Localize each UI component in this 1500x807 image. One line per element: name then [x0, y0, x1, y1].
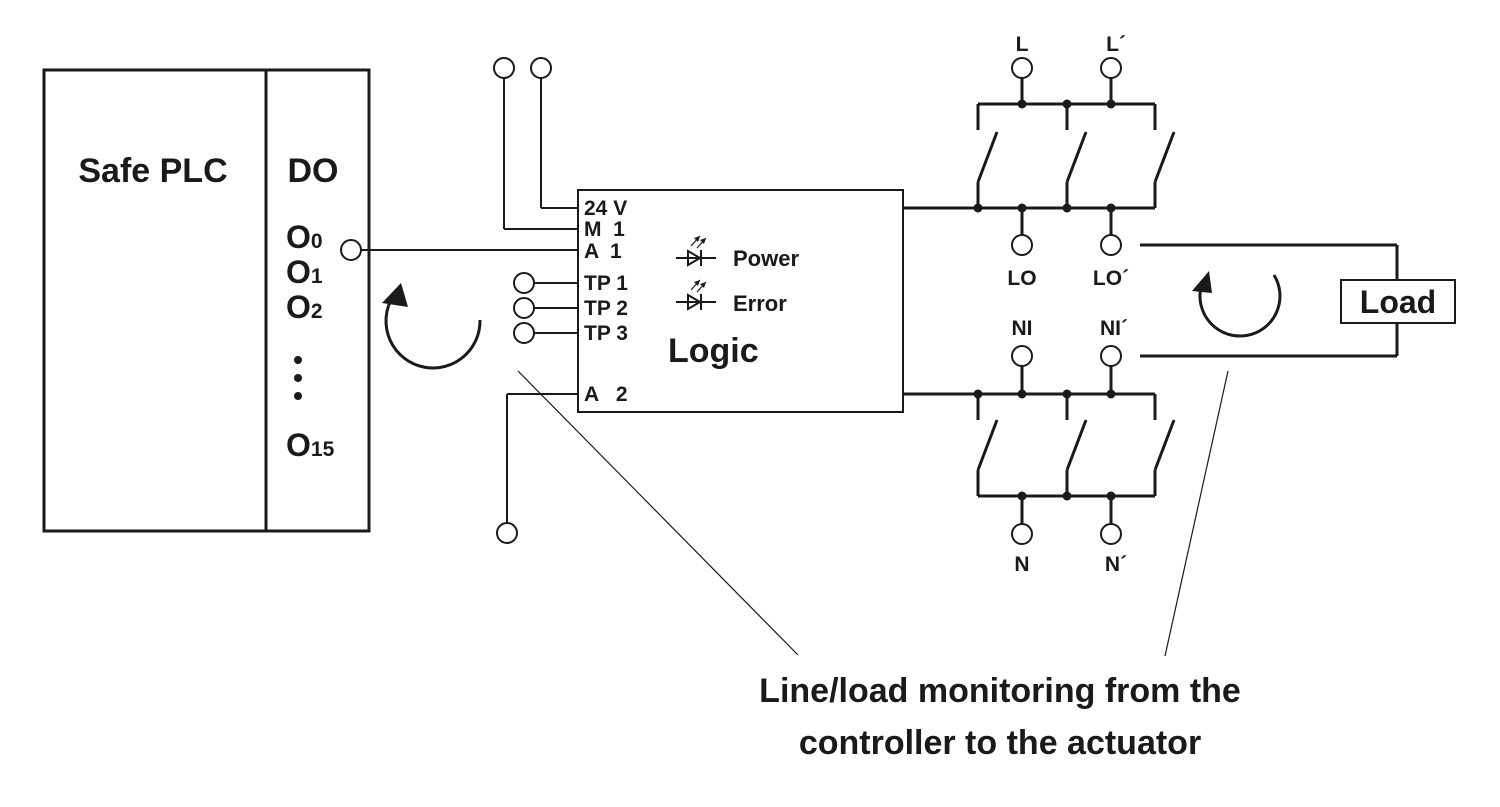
label-ni-prime: NI´ [1100, 317, 1128, 340]
caption-line-1: Line/load monitoring from the [759, 672, 1241, 710]
label-ni: NI [1012, 317, 1033, 340]
terminal-o0 [340, 239, 362, 261]
leader-line-left [517, 370, 799, 656]
load-circuit [1140, 243, 1456, 358]
contact-upper-2 [1065, 131, 1088, 183]
output-o1: O1 [286, 254, 323, 290]
label-lo-prime: LO´ [1093, 267, 1129, 290]
label-lo: LO [1007, 267, 1036, 290]
pin-tp1: TP 1 [584, 272, 628, 295]
logic-module: 24 V M 1 A 1 TP 1 TP 2 TP 3 A 2 Power [577, 189, 904, 413]
pin-tp2: TP 2 [584, 297, 628, 320]
output-o0: O0 [286, 219, 323, 255]
label-l: L [1016, 33, 1029, 56]
terminal-lo-prime [1100, 234, 1122, 256]
terminal-ni [1011, 345, 1033, 367]
lower-contacts [903, 345, 1176, 545]
ellipsis-dot-3 [294, 392, 302, 400]
led-power-icon [676, 235, 716, 267]
test-pulse-terminals [513, 272, 578, 344]
upper-contacts [903, 57, 1176, 256]
do-module-label: DO [288, 152, 339, 190]
led-error-icon [676, 279, 716, 311]
logic-title: Logic [668, 332, 759, 370]
contact-upper-1 [976, 131, 999, 183]
output-o15: O15 [286, 427, 335, 463]
safe-plc: Safe PLC DO O0 O1 O2 O15 [42, 68, 371, 533]
label-n-prime: N´ [1105, 553, 1127, 576]
terminal-tp1 [513, 272, 535, 294]
terminal-l [1011, 57, 1033, 79]
load-box [1340, 279, 1456, 324]
terminal-lo [1011, 234, 1033, 256]
contact-upper-3 [1153, 131, 1176, 183]
terminal-24v [530, 57, 552, 79]
ellipsis-dot-2 [294, 374, 302, 382]
terminal-tp2 [513, 297, 535, 319]
terminal-tp3 [513, 322, 535, 344]
logic-outline [577, 189, 904, 413]
terminal-n-prime [1100, 523, 1122, 545]
pin-m1: M 1 [584, 218, 625, 241]
leader-line-right [1164, 370, 1229, 657]
plc-title: Safe PLC [78, 152, 227, 190]
terminal-l-prime [1100, 57, 1122, 79]
contact-lower-2 [1065, 419, 1088, 471]
contact-lower-1 [976, 419, 999, 471]
circulation-arrow-right [1192, 271, 1282, 338]
pin-a1: A 1 [584, 240, 622, 263]
plc-outline [42, 68, 371, 533]
terminal-ni-prime [1100, 345, 1122, 367]
circulation-arrow-left [382, 283, 482, 370]
supply-wiring [493, 57, 578, 230]
led-error-label: Error [733, 291, 787, 316]
terminal-m1 [493, 57, 515, 79]
output-o2: O2 [286, 289, 323, 325]
pin-tp3: TP 3 [584, 322, 628, 345]
label-l-prime: L´ [1106, 33, 1126, 56]
a2-wiring [496, 393, 578, 544]
ellipsis-dot-1 [294, 356, 302, 364]
terminal-a2 [496, 522, 518, 544]
caption-line-2: controller to the actuator [799, 724, 1201, 762]
terminal-n [1011, 523, 1033, 545]
load-label: Load [1360, 284, 1436, 320]
label-n: N [1014, 553, 1029, 576]
pin-24v: 24 V [584, 197, 627, 220]
pin-a2: A 2 [584, 383, 628, 406]
led-power-label: Power [733, 246, 799, 271]
contact-lower-3 [1153, 419, 1176, 471]
